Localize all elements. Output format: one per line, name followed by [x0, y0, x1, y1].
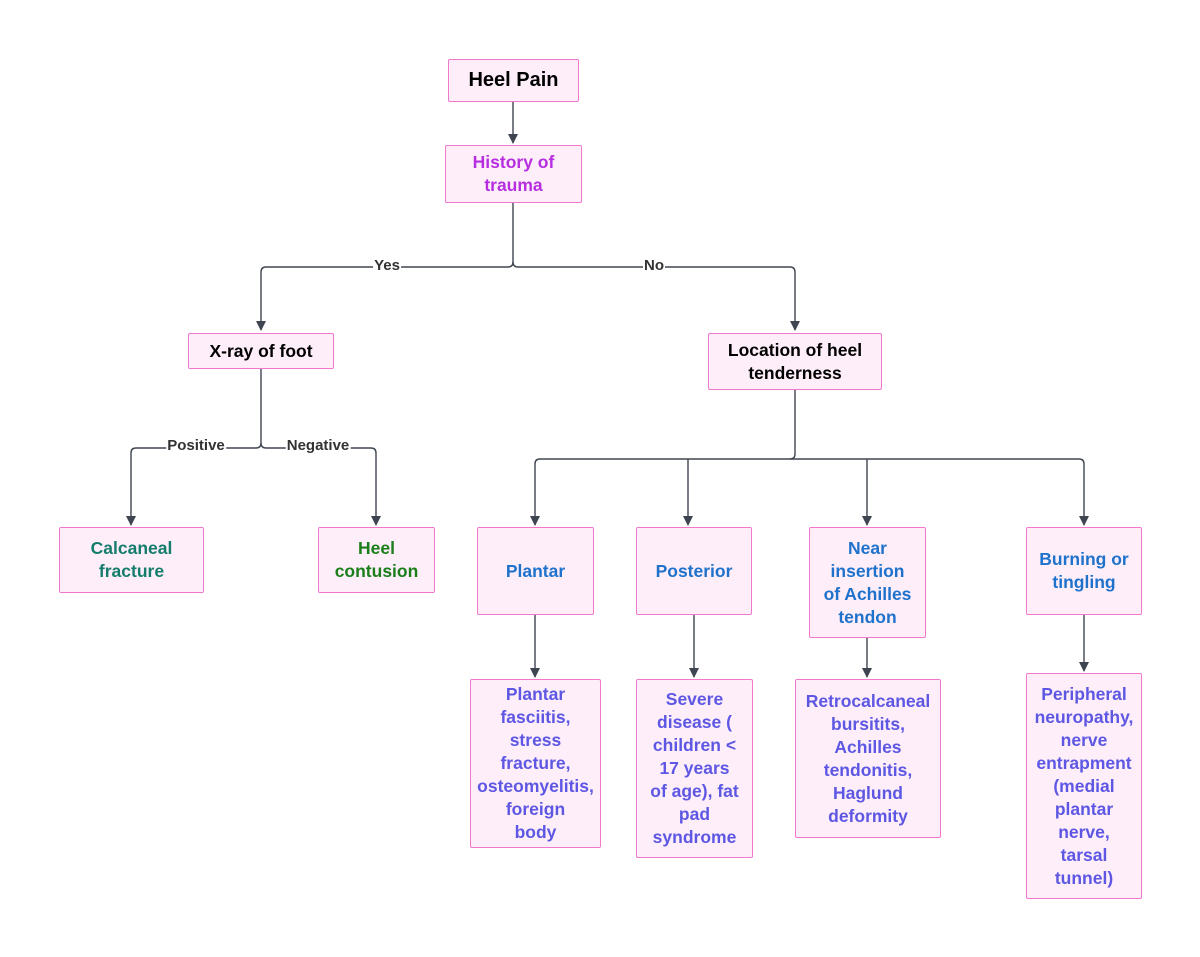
edge-to-burning: [1078, 458, 1089, 526]
edge-crossbar-center-join: [789, 453, 796, 460]
edge-positive-to-fracture: [126, 442, 262, 526]
edge-negative-to-contusion: [260, 442, 381, 526]
edge-yes-to-xray: [256, 261, 514, 331]
edge-label-positive: Positive: [166, 437, 226, 454]
node-location-burning-tingling: Burning or tingling: [1026, 527, 1142, 615]
edge-label-negative: Negative: [285, 437, 351, 454]
node-location-posterior: Posterior: [636, 527, 752, 615]
node-history-of-trauma: History of trauma: [445, 145, 582, 203]
node-xray-of-foot: X-ray of foot: [188, 333, 334, 369]
node-calcaneal-fracture: Calcaneal fracture: [59, 527, 204, 593]
node-dx-achilles: Retrocalcaneal bursitits, Achilles tendo…: [795, 679, 941, 838]
node-heel-pain: Heel Pain: [448, 59, 579, 102]
edge-label-no: No: [643, 257, 665, 274]
node-heel-contusion: Heel contusion: [318, 527, 435, 593]
node-dx-plantar: Plantar fasciitis, stress fracture, oste…: [470, 679, 601, 848]
edge-no-to-location: [512, 261, 800, 331]
edge-label-yes: Yes: [373, 257, 401, 274]
node-location-of-heel-tenderness: Location of heel tenderness: [708, 333, 882, 390]
node-dx-burning: Peripheral neuropathy, nerve entrapment …: [1026, 673, 1142, 899]
node-location-plantar: Plantar: [477, 527, 594, 615]
edge-to-plantar: [530, 458, 541, 526]
node-location-achilles-insertion: Near insertion of Achilles tendon: [809, 527, 926, 638]
node-dx-posterior: Severe disease ( children < 17 years of …: [636, 679, 753, 858]
